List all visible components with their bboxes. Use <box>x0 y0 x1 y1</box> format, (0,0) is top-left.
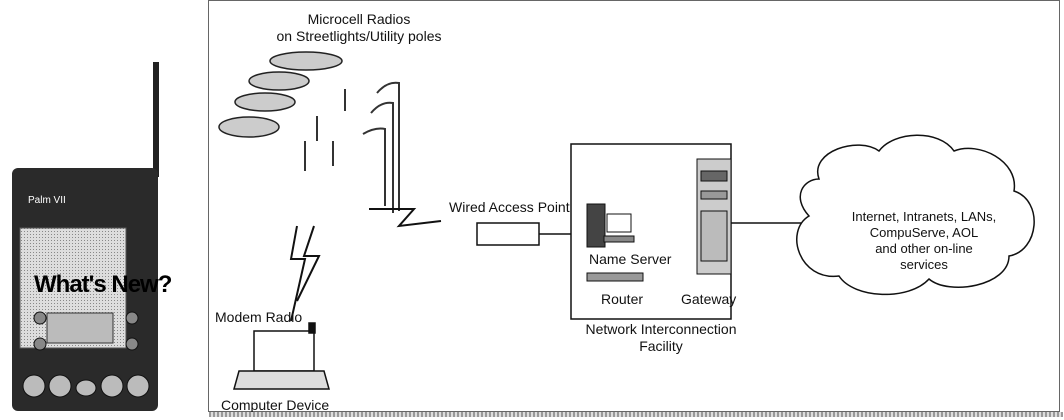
router-label: Router <box>601 291 644 307</box>
palm-device-illustration <box>12 62 159 411</box>
microcell-label-line1: Microcell Radios <box>307 11 411 27</box>
computer-device-label: Computer Device <box>221 397 330 413</box>
network-diagram-frame: Microcell Radios on Streetlights/Utility… <box>208 0 1063 417</box>
gateway-label: Gateway <box>681 291 737 307</box>
cloud-label-line1: Internet, Intranets, LANs, <box>851 209 997 224</box>
palm-screen-text: What's New? <box>34 271 172 298</box>
router-icon <box>586 272 644 282</box>
palm-device: Palm VII What's New? <box>0 0 200 420</box>
cloud-label-line3: and other on-line <box>875 241 973 256</box>
network-diagram <box>218 51 1035 390</box>
wired-access-point-box <box>476 222 540 246</box>
streetlight-heads <box>218 51 343 138</box>
microcell-label-line2: on Streetlights/Utility poles <box>276 28 442 44</box>
name-server-label: Name Server <box>589 251 672 267</box>
palm-hardware-buttons <box>22 374 150 398</box>
radio-signal-bolts <box>289 208 442 322</box>
streetlight-poles <box>304 81 400 213</box>
modem-radio-label: Modem Radio <box>215 309 303 325</box>
facility-label-line1: Network Interconnection <box>585 321 737 337</box>
wired-access-point-label: Wired Access Point <box>449 199 570 215</box>
palm-brand-label: Palm VII <box>28 195 66 206</box>
computer-device-icon <box>233 322 330 390</box>
palm-antenna <box>153 62 159 177</box>
facility-label-line2: Facility <box>639 338 683 354</box>
name-server-icon <box>586 203 635 248</box>
cloud-label-line2: CompuServe, AOL <box>869 225 979 240</box>
internet-cloud <box>796 134 1035 296</box>
gateway-icon <box>696 158 732 275</box>
cloud-label-line4: services <box>900 257 948 272</box>
